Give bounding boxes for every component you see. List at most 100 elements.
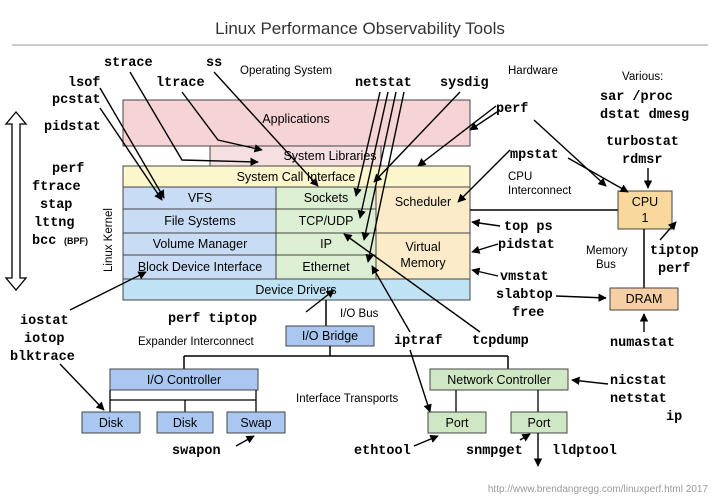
syscall-label: System Call Interface: [237, 170, 356, 184]
hw-label: Hardware: [508, 65, 558, 77]
arrow-slabtop-dram: [555, 293, 607, 302]
tool-pidstat-right: pidstat: [498, 238, 555, 253]
swap-label: Swap: [240, 416, 271, 430]
tool-sysdig: sysdig: [440, 76, 489, 91]
tool-ethtool: ethtool: [354, 444, 411, 459]
arrow-netstat-2: [357, 91, 389, 219]
arrow-perf-tiptop: [305, 289, 335, 313]
arrow-perf-cpu: [533, 119, 607, 187]
arrow-perf-top-1: [417, 105, 497, 167]
filesystems-box: [122, 208, 277, 234]
tool-perf-top: perf: [496, 102, 528, 117]
io-bridge-label: I/O Bridge: [302, 329, 358, 343]
arrow-netstat-3: [361, 91, 397, 241]
disk2-box: [156, 411, 214, 434]
page-title: Linux Performance Observability Tools: [215, 19, 505, 38]
tool-bcc: bcc: [32, 234, 56, 249]
arrow-nicstat: [571, 376, 609, 386]
various-label: Various:: [622, 71, 663, 83]
sockets-label: Sockets: [304, 191, 348, 205]
arrow-ltrace: [181, 91, 263, 153]
disk2-label: Disk: [173, 416, 198, 430]
arrow-iptraf-port: [409, 349, 432, 413]
tool-sar-proc: sar /proc: [600, 90, 673, 105]
dram-label: DRAM: [626, 292, 663, 306]
network-controller-label: Network Controller: [447, 373, 551, 387]
arrow-strace: [129, 71, 259, 166]
tool-ss: ss: [206, 56, 222, 71]
swap-box: [226, 411, 286, 434]
tool-tiptop: tiptop: [650, 244, 699, 259]
device-drivers-label: Device Drivers: [255, 283, 336, 297]
cpu-interconnect-label-2: Interconnect: [508, 185, 572, 197]
arrow-vmstat: [471, 267, 499, 277]
arrow-netstat-4: [365, 91, 405, 263]
arrow-netstat-1: [353, 91, 381, 197]
tool-slabtop: slabtop: [496, 288, 553, 303]
tool-dstat-dmesg: dstat dmesg: [600, 108, 689, 123]
tool-iptraf: iptraf: [394, 334, 443, 349]
arrow-pidstat-right: [471, 243, 499, 254]
cpu-box: [617, 190, 673, 230]
tool-pcstat: pcstat: [52, 93, 101, 108]
tool-pidstat-left: pidstat: [44, 120, 101, 135]
ethernet-box: [275, 254, 377, 280]
arrow-ethtool: [413, 435, 439, 447]
io-controller-label: I/O Controller: [147, 373, 221, 387]
scheduler-label: Scheduler: [395, 195, 451, 209]
port1-box: [427, 411, 487, 434]
expander-label: Expander Interconnect: [138, 336, 255, 348]
tool-numastat: numastat: [610, 336, 675, 351]
tool-stap: stap: [40, 198, 72, 213]
applications-label: Applications: [262, 112, 329, 126]
tool-snmpget: snmpget: [466, 444, 523, 459]
virtual-memory-label-1: Virtual: [405, 240, 440, 254]
io-controller-box: [109, 368, 259, 391]
transports-label: Interface Transports: [296, 393, 399, 405]
arrow-ss: [213, 71, 319, 187]
tool-vmstat: vmstat: [500, 270, 549, 285]
arrow-tcpdump: [343, 233, 481, 333]
vfs-label: VFS: [188, 191, 212, 205]
tool-blktrace: blktrace: [10, 350, 75, 365]
tool-ftrace: ftrace: [32, 180, 81, 195]
arrow-mpstat-cpu: [567, 157, 629, 193]
arrow-lsof: [99, 87, 165, 199]
tool-top-ps: top ps: [504, 220, 553, 235]
arrow-swapon: [235, 435, 255, 447]
arrow-pcstat: [99, 107, 163, 201]
arrow-iostat: [69, 271, 147, 311]
tool-perf-right: perf: [658, 262, 690, 277]
arrow-tiptop: [659, 221, 677, 241]
tool-free: free: [512, 306, 544, 321]
footer-url: http://www.brendangregg.com/linuxperf.ht…: [488, 484, 709, 495]
arrow-top-ps: [471, 218, 501, 228]
cpu-label-1: CPU: [632, 195, 658, 209]
block-device-box: [122, 254, 277, 280]
tool-lldptool: lldptool: [552, 444, 617, 459]
disk1-box: [81, 411, 141, 434]
tool-iotop: iotop: [24, 332, 65, 347]
tool-mpstat: mpstat: [510, 148, 559, 163]
arrow-iptraf: [371, 265, 411, 333]
tool-netstat-right: netstat: [610, 392, 667, 407]
memory-bus-label-1: Memory: [586, 245, 628, 257]
scheduler-box: [375, 186, 471, 234]
network-controller-box: [429, 368, 569, 391]
tool-nicstat: nicstat: [610, 374, 667, 389]
disk1-label: Disk: [99, 416, 124, 430]
kernel-label: Linux Kernel: [103, 208, 115, 272]
arrow-mpstat-sched: [457, 149, 511, 203]
cpu-interconnect-label-1: CPU: [508, 171, 532, 183]
tcpudp-label: TCP/UDP: [299, 214, 354, 228]
tool-strace: strace: [104, 56, 153, 71]
filesystems-label: File Systems: [164, 214, 236, 228]
arrow-snmpget: [519, 433, 531, 442]
tool-netstat: netstat: [355, 76, 412, 91]
tool-rdmsr: rdmsr: [622, 153, 663, 168]
tool-lsof: lsof: [68, 76, 100, 91]
arrow-sysdig: [373, 91, 461, 183]
block-device-label: Block Device Interface: [138, 260, 262, 274]
tool-iostat: iostat: [20, 314, 69, 329]
